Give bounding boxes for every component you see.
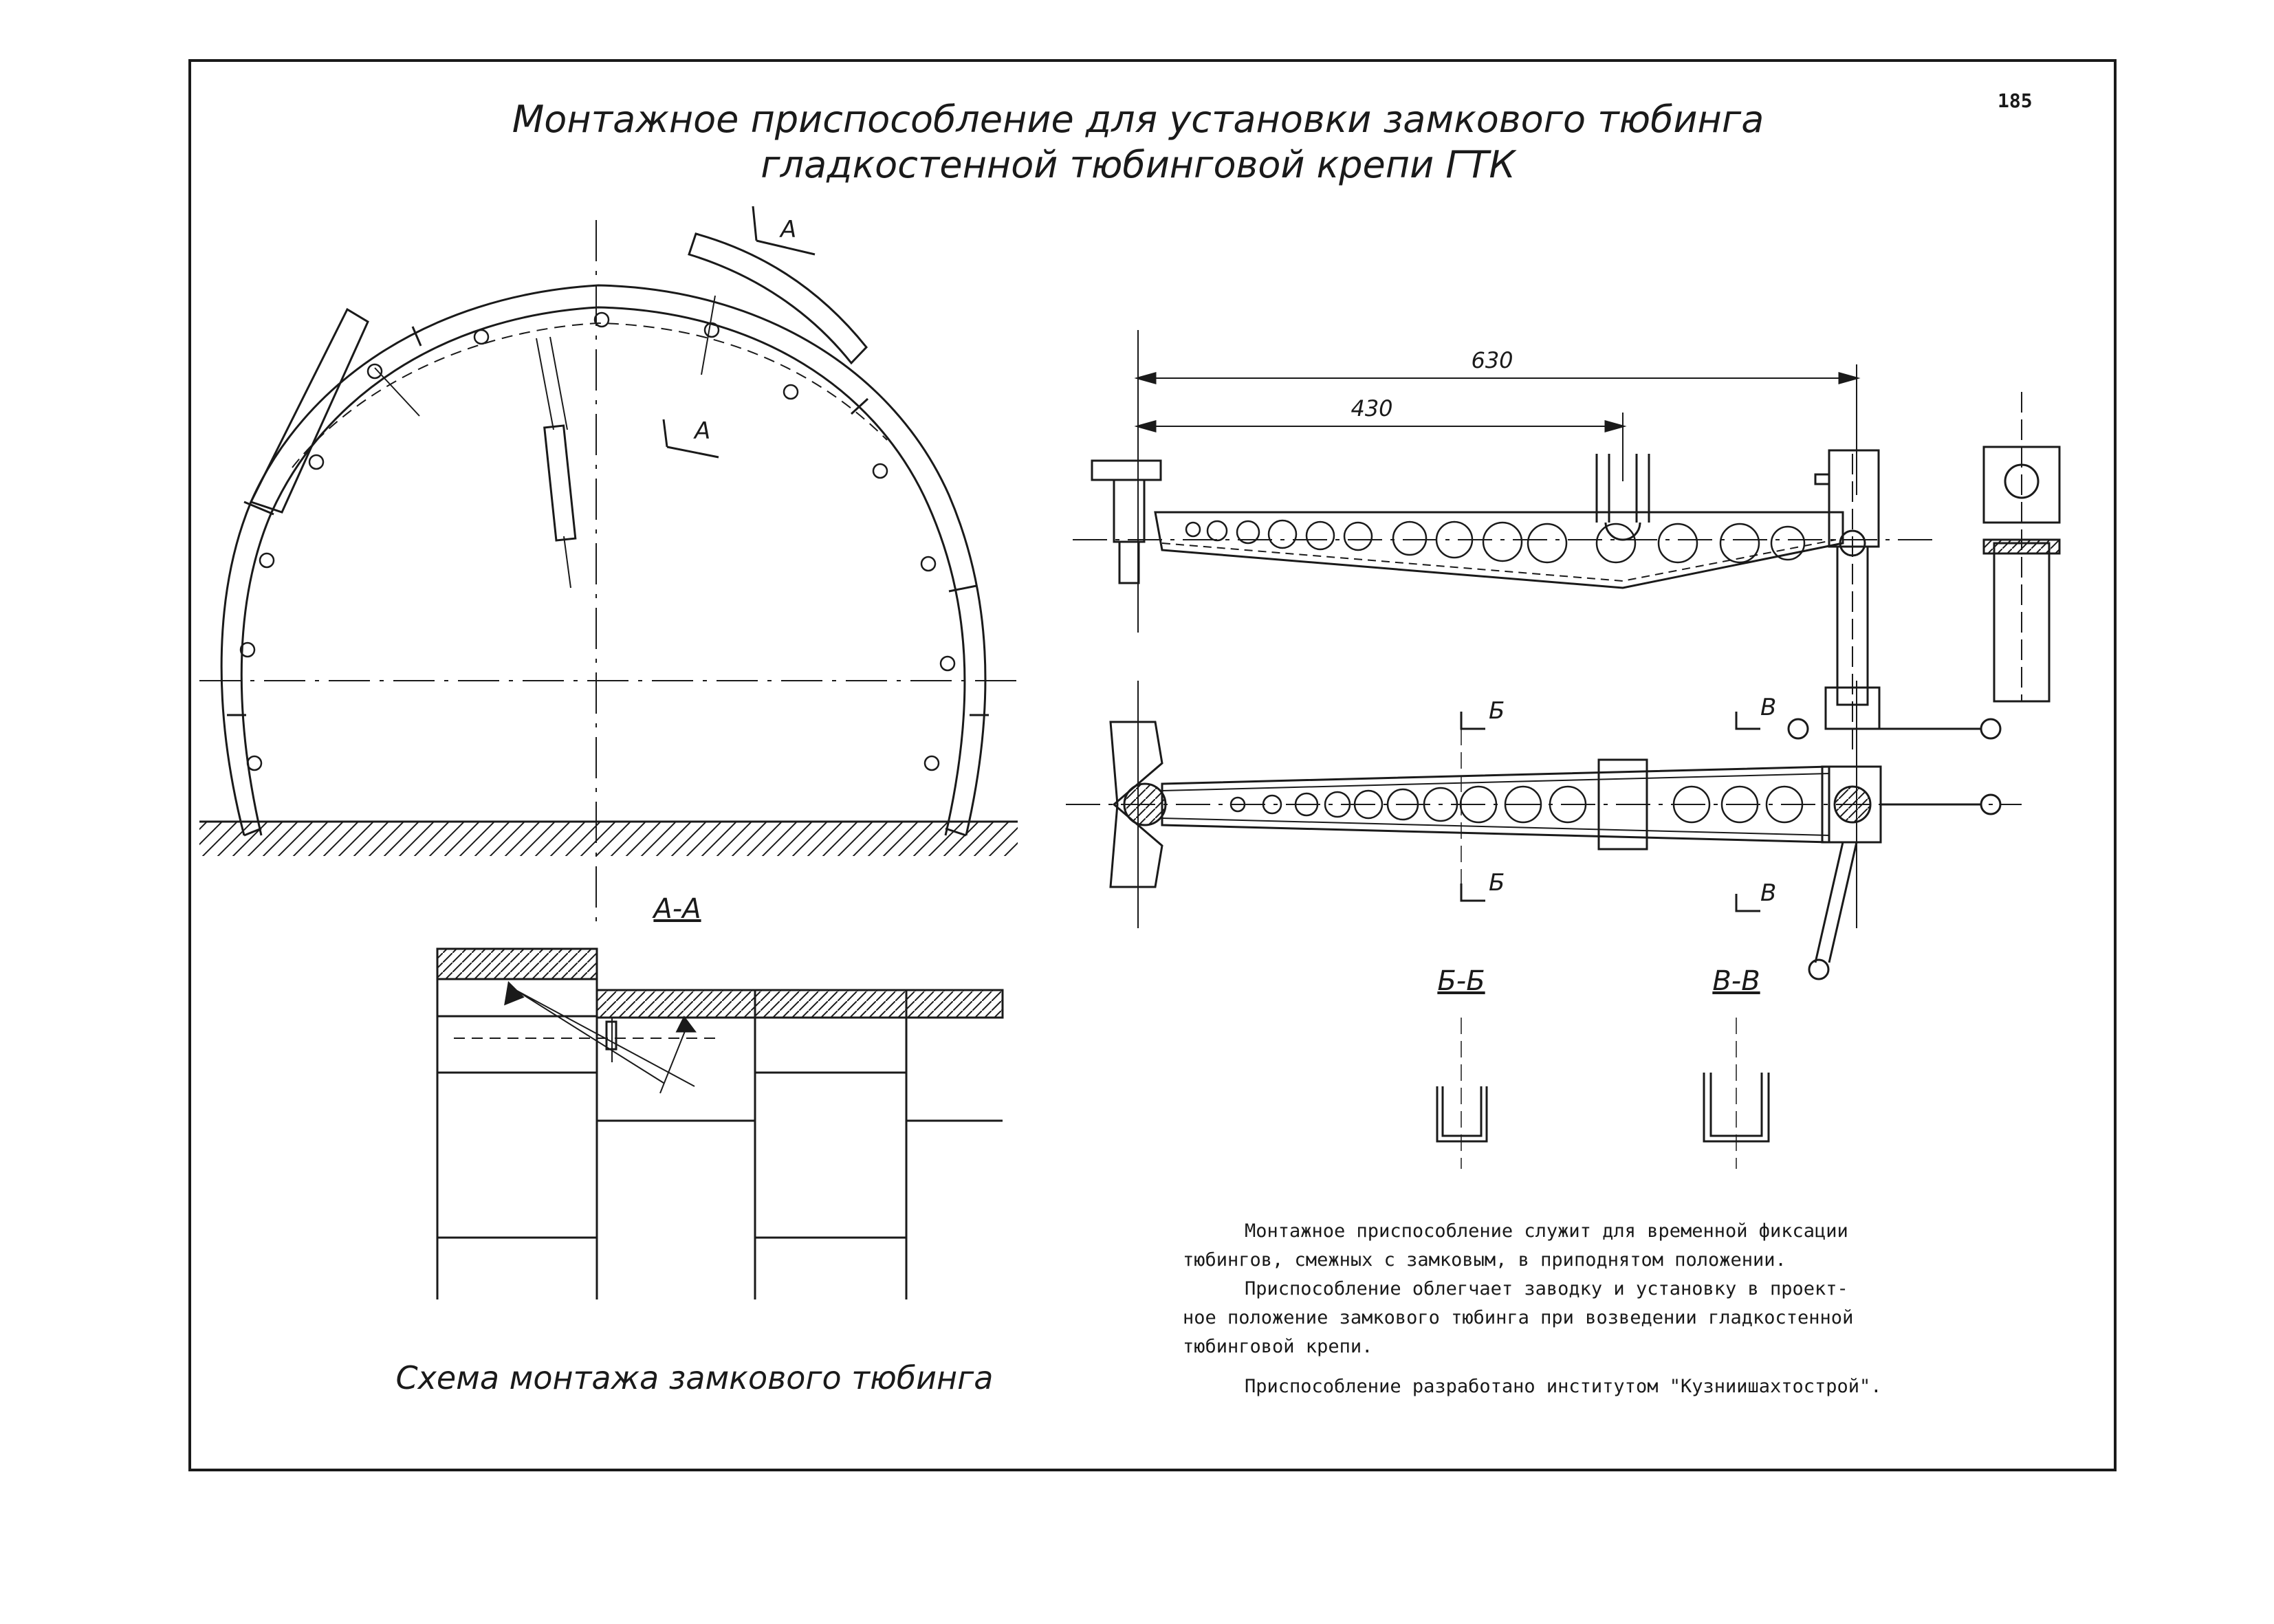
section-vv-profile (1703, 1073, 1770, 1143)
dimension-630: 630 (1471, 347, 1513, 373)
lining-inner-arc (240, 306, 966, 836)
section-mark-a-upper: А (779, 216, 796, 243)
sheet-frame (188, 59, 2117, 1471)
note-line-2: тюбингов, смежных с замковым, в приподня… (1183, 1249, 1786, 1271)
section-vv-title: В-В (1712, 965, 1760, 997)
title-line-2: гладкостенной тюбинговой крепи ГТК (761, 143, 1517, 186)
section-mark-v-upper: В (1760, 694, 1776, 721)
bracket-housing (1828, 449, 1880, 548)
raised-segment-right (688, 232, 868, 365)
scheme-caption: Схема монтажа замкового тюбинга (396, 1359, 994, 1396)
arch-scheme (199, 206, 1018, 921)
sections-bb-vv (1436, 1018, 1770, 1169)
title-line-1: Монтажное приспособление для установки з… (512, 98, 1764, 141)
note-line-5: тюбинговой крепи. (1183, 1336, 1373, 1357)
note-line-4: ное положение замкового тюбинга при возв… (1183, 1307, 1854, 1328)
page-number: 185 (1998, 89, 2033, 112)
section-aa-hatch-left (436, 947, 598, 980)
beam-holes-plan (1229, 785, 1804, 824)
segment-target-dashed (292, 322, 888, 468)
ground-hatch (199, 822, 1018, 856)
section-mark-v-lower: В (1760, 879, 1776, 907)
section-aa-drawing (436, 947, 1004, 1299)
section-aa-hatch-right (595, 989, 1004, 1019)
section-mark-b-upper: Б (1489, 697, 1505, 725)
section-bb-title: Б-Б (1437, 965, 1485, 997)
section-aa-title: А-А (651, 893, 701, 925)
raised-segment-left (249, 307, 369, 514)
note-line-1: Монтажное приспособление служит для врем… (1245, 1220, 1848, 1242)
section-mark-a-lower: А (693, 417, 710, 445)
bolt-holes (239, 311, 956, 771)
section-mark-b-lower: Б (1489, 869, 1505, 897)
lining-outer-arc (220, 284, 987, 836)
wing-nut (1109, 721, 1163, 888)
note-line-3: Приспособление облегчает заводку и устан… (1245, 1278, 1848, 1299)
dimension-430: 430 (1351, 395, 1392, 421)
device-elevation (1073, 330, 2061, 756)
beam-elevation (1154, 511, 1844, 589)
note-line-6: Приспособление разработано институтом "К… (1245, 1376, 1882, 1397)
explanatory-notes: Монтажное приспособление служит для врем… (1183, 1217, 2008, 1401)
beam-holes-elevation (1185, 519, 1806, 564)
section-bb-profile (1436, 1086, 1488, 1143)
device-plan (1066, 681, 2022, 980)
